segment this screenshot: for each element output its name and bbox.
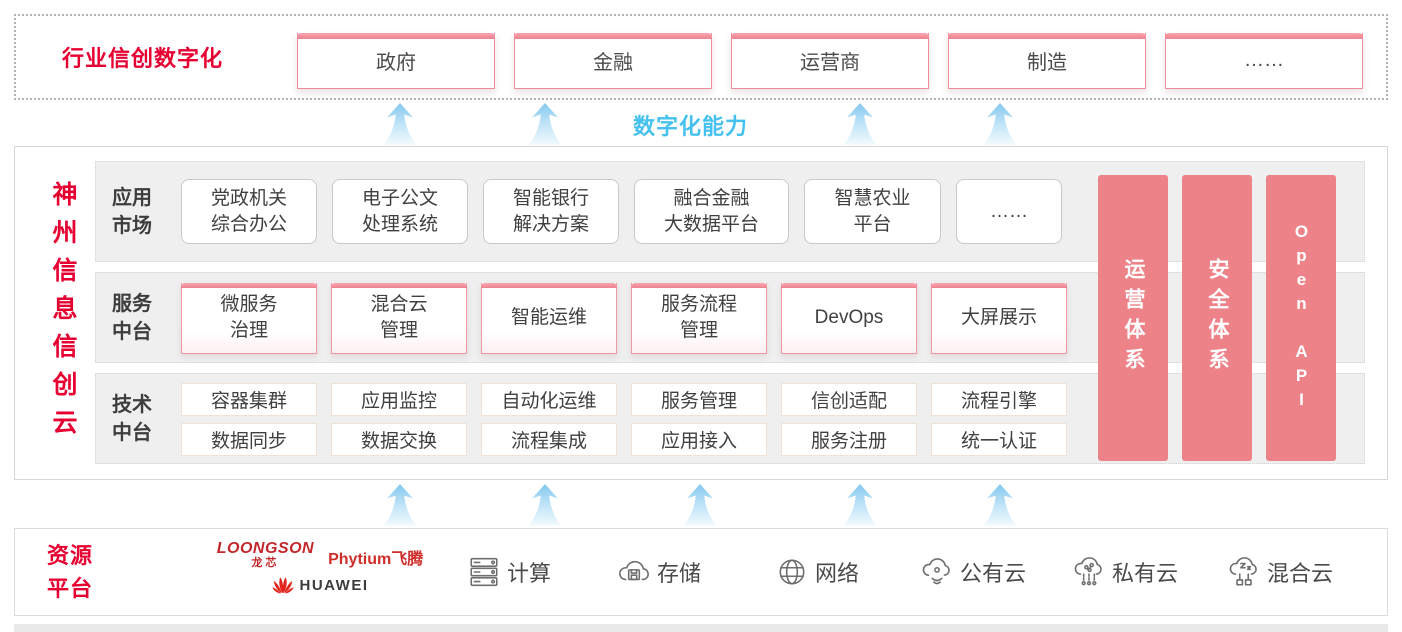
pillar-label: Open API xyxy=(1292,222,1311,414)
tech-box: 服务管理 xyxy=(631,383,767,416)
tech-platform-row: 技术 中台 容器集群 应用监控 自动化运维 服务管理 信创适配 流程引擎 数据同… xyxy=(95,373,1365,464)
app-market-label: 应用 市场 xyxy=(112,186,152,237)
resource-storage: 存储 xyxy=(617,555,701,589)
app-box-more: …… xyxy=(956,179,1062,244)
pillar-open-api: Open API xyxy=(1266,175,1336,461)
network-icon xyxy=(779,559,805,585)
resource-private-cloud: 私有云 xyxy=(1072,555,1178,589)
tech-box: 应用接入 xyxy=(631,423,767,456)
tech-box-grid: 容器集群 应用监控 自动化运维 服务管理 信创适配 流程引擎 数据同步 数据交换… xyxy=(181,383,1067,456)
cloud-platform-panel: 神州信息信创云 应用 市场 党政机关 综合办公 电子公文 处理系统 智能银行 解… xyxy=(14,146,1388,480)
pillar-label: 运营体系 xyxy=(1122,258,1145,378)
pillar-security: 安全体系 xyxy=(1182,175,1252,461)
service-box: 智能运维 xyxy=(481,283,617,354)
app-box: 融合金融 大数据平台 xyxy=(634,179,789,244)
industry-box-label: 政府 xyxy=(376,52,416,74)
service-platform-row: 服务 中台 微服务 治理 混合云 管理 智能运维 服务流程 管理 DevOps … xyxy=(95,272,1365,363)
resource-public-cloud: 公有云 xyxy=(920,555,1026,589)
bottom-section-edge xyxy=(14,624,1388,632)
loongson-cn-label: 龙芯 xyxy=(251,557,280,569)
capability-label: 数字化能力 xyxy=(633,114,749,139)
service-box-list: 微服务 治理 混合云 管理 智能运维 服务流程 管理 DevOps 大屏展示 xyxy=(181,283,1067,354)
compute-icon xyxy=(470,557,498,587)
industry-box-manufacturing: 制造 xyxy=(948,33,1146,89)
resource-label: 网络 xyxy=(815,561,860,586)
app-box: 电子公文 处理系统 xyxy=(332,179,468,244)
tech-box: 容器集群 xyxy=(181,383,317,416)
resource-platform-panel: 资源 平台 LOONGSON 龙芯 Phytium飞腾 xyxy=(14,528,1388,616)
resource-label: 计算 xyxy=(507,561,552,586)
up-arrow-icon xyxy=(528,103,562,145)
service-box: 服务流程 管理 xyxy=(631,283,767,354)
service-platform-label: 服务 中台 xyxy=(112,292,152,343)
loongson-logo: LOONGSON 龙芯 xyxy=(216,540,315,570)
up-arrow-icon xyxy=(683,484,717,526)
tech-box: 流程引擎 xyxy=(931,383,1067,416)
tech-platform-label: 技术 中台 xyxy=(112,393,152,444)
huawei-wordmark: HUAWEI xyxy=(299,577,369,595)
resource-hybrid-cloud: 混合云 xyxy=(1227,555,1333,589)
tech-box: 自动化运维 xyxy=(481,383,617,416)
resource-label: 混合云 xyxy=(1267,561,1334,586)
up-arrow-icon xyxy=(843,484,877,526)
industry-box-more: …… xyxy=(1165,33,1363,89)
resource-label: 公有云 xyxy=(960,561,1027,586)
vendor-logos: LOONGSON 龙芯 Phytium飞腾 xyxy=(195,541,445,595)
up-arrow-icon xyxy=(843,103,877,145)
industry-box-list: 政府 金融 运营商 制造 …… xyxy=(297,33,1363,89)
industry-box-government: 政府 xyxy=(297,33,495,89)
resource-compute: 计算 xyxy=(467,555,551,589)
tech-box-line-1: 容器集群 应用监控 自动化运维 服务管理 信创适配 流程引擎 xyxy=(181,383,1067,416)
pillar-label: 安全体系 xyxy=(1206,258,1229,378)
tech-box: 流程集成 xyxy=(481,423,617,456)
industry-box-finance: 金融 xyxy=(514,33,712,89)
tech-box-line-2: 数据同步 数据交换 流程集成 应用接入 服务注册 统一认证 xyxy=(181,423,1067,456)
public-cloud-icon xyxy=(922,558,950,585)
hybrid-cloud-icon xyxy=(1229,557,1257,586)
huawei-flower-icon xyxy=(271,577,294,594)
app-box: 党政机关 综合办公 xyxy=(181,179,317,244)
resource-label: 存储 xyxy=(657,561,702,586)
tech-box: 应用监控 xyxy=(331,383,467,416)
industry-banner-title: 行业信创数字化 xyxy=(62,46,224,71)
storage-icon xyxy=(619,560,649,581)
tech-box: 数据交换 xyxy=(331,423,467,456)
resource-network: 网络 xyxy=(775,555,859,589)
phytium-wordmark: Phytium xyxy=(328,551,392,568)
app-box: 智能银行 解决方案 xyxy=(483,179,619,244)
industry-box-label: 金融 xyxy=(593,52,633,74)
tech-box: 服务注册 xyxy=(781,423,917,456)
service-box: DevOps xyxy=(781,283,917,354)
industry-box-label: 制造 xyxy=(1027,52,1067,74)
loongson-wordmark: LOONGSON xyxy=(216,540,315,557)
service-box: 微服务 治理 xyxy=(181,283,317,354)
industry-banner: 行业信创数字化 政府 金融 运营商 制造 …… xyxy=(14,14,1388,100)
resource-platform-title: 资源 平台 xyxy=(47,543,94,601)
tech-box: 信创适配 xyxy=(781,383,917,416)
app-box: 智慧农业 平台 xyxy=(804,179,941,244)
up-arrow-icon xyxy=(983,103,1017,145)
industry-box-label: 运营商 xyxy=(800,52,860,74)
private-cloud-icon xyxy=(1074,557,1102,586)
platform-title: 神州信息信创云 xyxy=(49,181,77,447)
up-arrow-icon xyxy=(383,484,417,526)
up-arrow-icon xyxy=(983,484,1017,526)
resource-label: 私有云 xyxy=(1112,561,1179,586)
up-arrow-icon xyxy=(383,103,417,145)
phytium-logo: Phytium飞腾 xyxy=(328,545,423,569)
tech-box: 统一认证 xyxy=(931,423,1067,456)
phytium-cn-label: 飞腾 xyxy=(391,551,424,568)
service-box: 混合云 管理 xyxy=(331,283,467,354)
pillar-operations: 运营体系 xyxy=(1098,175,1168,461)
industry-box-label: …… xyxy=(1244,49,1284,71)
app-market-row: 应用 市场 党政机关 综合办公 电子公文 处理系统 智能银行 解决方案 融合金融… xyxy=(95,161,1365,262)
tech-box: 数据同步 xyxy=(181,423,317,456)
service-box: 大屏展示 xyxy=(931,283,1067,354)
huawei-logo: HUAWEI xyxy=(195,576,445,595)
up-arrow-icon xyxy=(528,484,562,526)
app-box-list: 党政机关 综合办公 电子公文 处理系统 智能银行 解决方案 融合金融 大数据平台… xyxy=(181,179,1062,244)
industry-box-telecom: 运营商 xyxy=(731,33,929,89)
